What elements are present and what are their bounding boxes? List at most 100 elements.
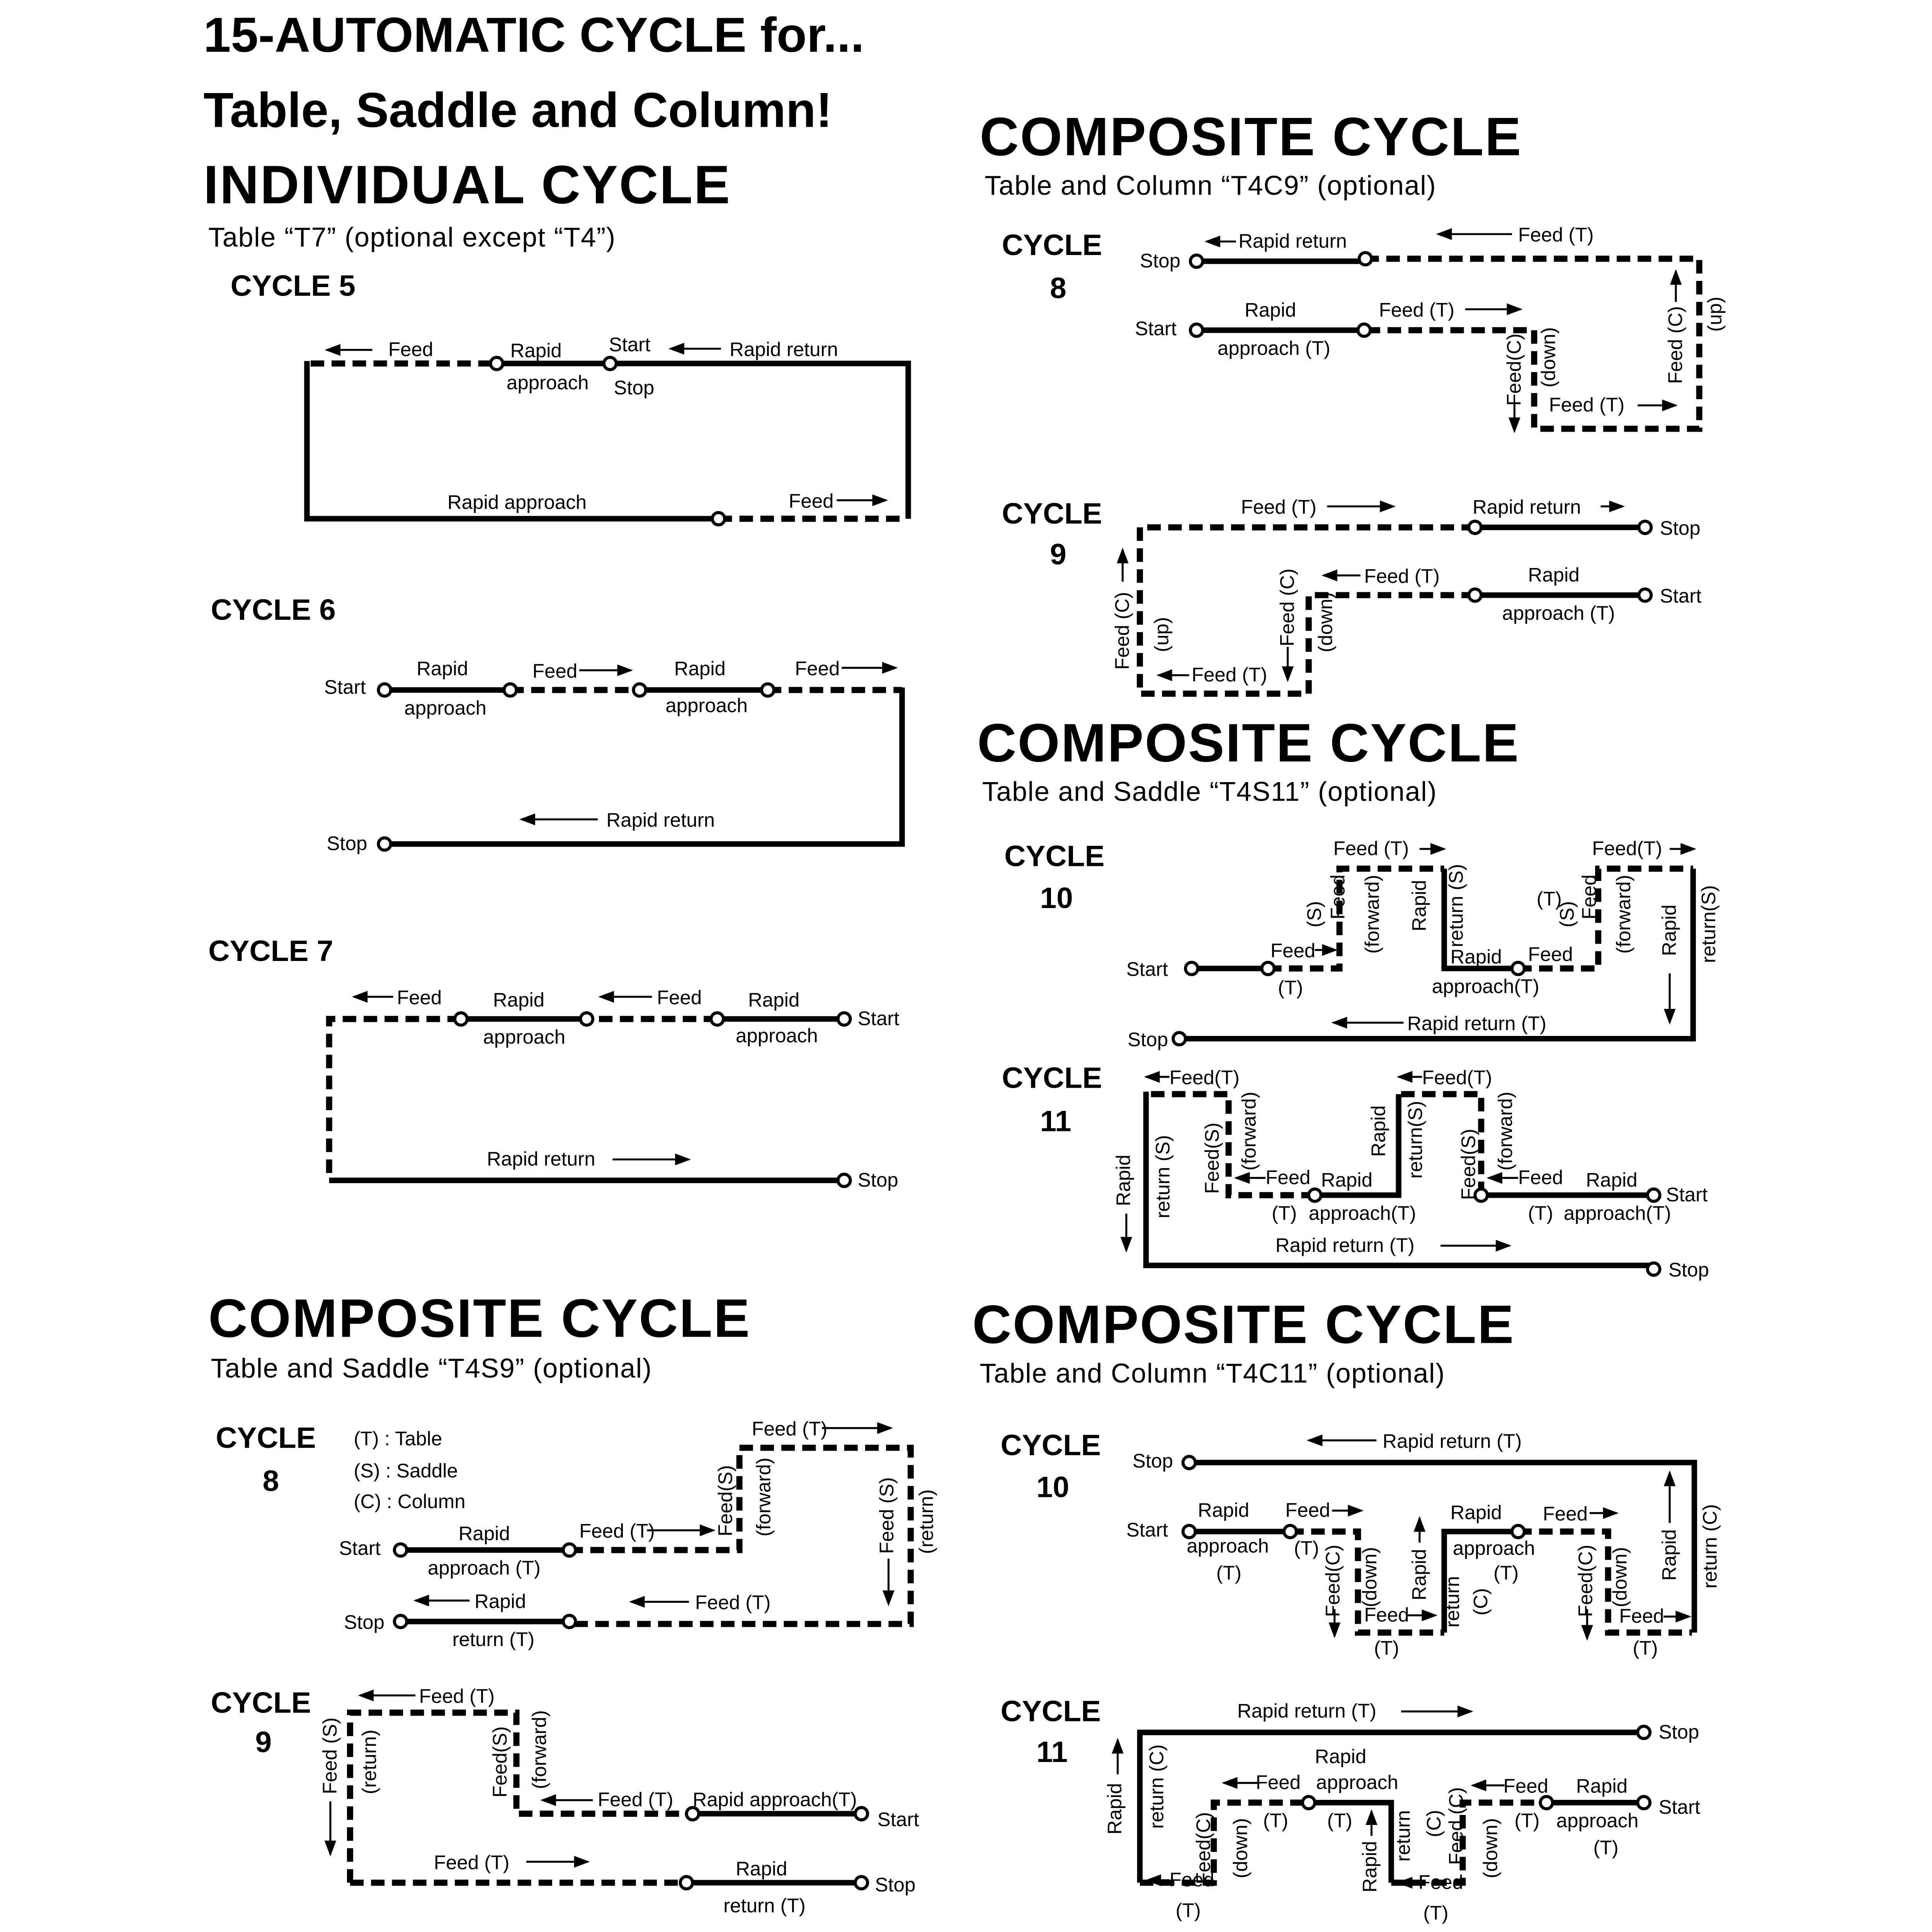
label: approach: [1453, 1537, 1535, 1559]
label: (down): [1479, 1818, 1501, 1878]
label: approach(T): [1432, 975, 1539, 997]
cycle-number: 10: [1040, 882, 1073, 915]
label: Feed: [1543, 1503, 1587, 1525]
label: Rapid: [1450, 946, 1502, 968]
node-circle: [632, 682, 647, 698]
label: Stop: [875, 1874, 915, 1896]
label: Feed (T): [434, 1851, 509, 1873]
label: (forward): [1612, 875, 1634, 954]
label: (down): [1229, 1818, 1251, 1878]
label: Feed: [795, 657, 840, 679]
node-circle: [1357, 251, 1373, 267]
label: (down): [1359, 1547, 1381, 1607]
label: Feed: [1518, 1166, 1563, 1188]
label: Rapid: [1197, 1499, 1249, 1521]
label: Feed(S): [1457, 1129, 1479, 1200]
cycle-number: 8: [1050, 272, 1066, 305]
legend-item: (S) : Saddle: [354, 1459, 457, 1481]
label: Feed (S): [876, 1477, 898, 1554]
feed-path: [1364, 255, 1702, 432]
node-circle: [561, 1614, 577, 1629]
label: (T): [1175, 1900, 1201, 1922]
cycle-7-diagram: CYCLE 7 Feed Rapid approach Feed Rapid a…: [208, 935, 899, 1191]
feed-path: [1139, 1799, 1309, 1886]
label: return (S): [1151, 1135, 1173, 1218]
label: Rapid: [1586, 1169, 1637, 1191]
label: approach: [1187, 1535, 1269, 1557]
section-title: COMPOSITE CYCLE: [977, 713, 1520, 773]
label: Feed (C): [1664, 306, 1686, 384]
cycle-number: 9: [1050, 538, 1066, 571]
node-circle: [1282, 1524, 1298, 1539]
node-circle: [1260, 961, 1276, 976]
section-subtitle: Table and Saddle “T4S11” (optional): [982, 776, 1437, 807]
cycle-label: CYCLE 6: [211, 594, 335, 626]
label: Rapid approach(T): [692, 1789, 857, 1811]
node-circle: [1356, 322, 1372, 338]
feed-path: [1136, 524, 1475, 697]
label: Rapid: [674, 657, 725, 679]
label: Rapid: [1658, 1529, 1680, 1581]
label: Stop: [1140, 250, 1180, 272]
label: approach (T): [1218, 337, 1330, 359]
label: Rapid: [1450, 1502, 1502, 1524]
label: Feed(C): [1503, 333, 1525, 406]
label: Stop: [327, 832, 367, 854]
label: Feed: [657, 986, 702, 1009]
rapid-path: [384, 687, 905, 847]
label: Feed: [532, 660, 577, 682]
label: Feed: [1255, 1771, 1300, 1793]
label: (forward): [1238, 1092, 1260, 1170]
rapid-path: [1441, 1529, 1518, 1633]
feed-path: [1146, 1091, 1315, 1199]
label: (T): [1528, 1202, 1553, 1224]
stop-node: [376, 836, 392, 852]
node-circle: [502, 682, 518, 698]
node-circle: [1538, 1795, 1554, 1811]
label: Rapid: [1359, 1841, 1381, 1892]
label: Rapid: [1112, 1155, 1134, 1206]
label: Feed (C): [1445, 1787, 1467, 1865]
label: Rapid: [1408, 1549, 1430, 1600]
feed-path: [1391, 1799, 1546, 1886]
stop-node: [1181, 1455, 1197, 1470]
label: approach: [665, 694, 748, 716]
label: Feed (T): [1518, 224, 1594, 246]
label: approach(T): [1564, 1202, 1671, 1224]
label: (T): [1272, 1202, 1297, 1224]
label: Rapid: [1576, 1775, 1627, 1797]
label: Rapid: [1104, 1783, 1126, 1834]
feed-path: [569, 1444, 914, 1627]
label: Feed (C): [1276, 568, 1298, 646]
label: Start: [1126, 958, 1168, 980]
feed-path: [326, 1016, 461, 1177]
label: Start: [857, 1007, 899, 1029]
label: Rapid return (T): [1275, 1234, 1414, 1256]
cycle-5-diagram: CYCLE 5 Feed Rapid approach Start Stop R…: [230, 269, 911, 527]
label: Rapid: [1367, 1105, 1389, 1157]
label: Feed: [1528, 943, 1573, 965]
label: Start: [609, 333, 650, 355]
label: (T): [1263, 1810, 1288, 1832]
composite-t4c11-section: COMPOSITE CYCLE Table and Column “T4C11”…: [972, 1294, 1721, 1924]
label: return(S): [1697, 885, 1719, 963]
page-title-line1: 15-AUTOMATIC CYCLE for...: [203, 8, 864, 63]
label: Start: [324, 676, 366, 698]
label: Rapid: [417, 657, 468, 679]
label: (T): [1536, 888, 1561, 910]
label: Start: [1126, 1519, 1168, 1541]
label: approach(T): [1308, 1202, 1416, 1224]
label: Feed(T): [1422, 1066, 1492, 1088]
rapid-path: [1143, 1092, 1654, 1269]
feed-path: [1518, 866, 1693, 972]
label: Stop: [1668, 1259, 1709, 1281]
label: (T): [1514, 1810, 1539, 1832]
section-subtitle: Table “T7” (optional except “T4”): [208, 222, 616, 252]
rapid-path: [497, 361, 911, 519]
label: Feed (T): [579, 1520, 655, 1542]
label: Rapid: [510, 340, 561, 362]
rapid-path: [1315, 1094, 1401, 1198]
label: return: [1392, 1810, 1414, 1862]
label: Rapid: [474, 1590, 526, 1612]
cycle-label: CYCLE 7: [208, 935, 333, 968]
